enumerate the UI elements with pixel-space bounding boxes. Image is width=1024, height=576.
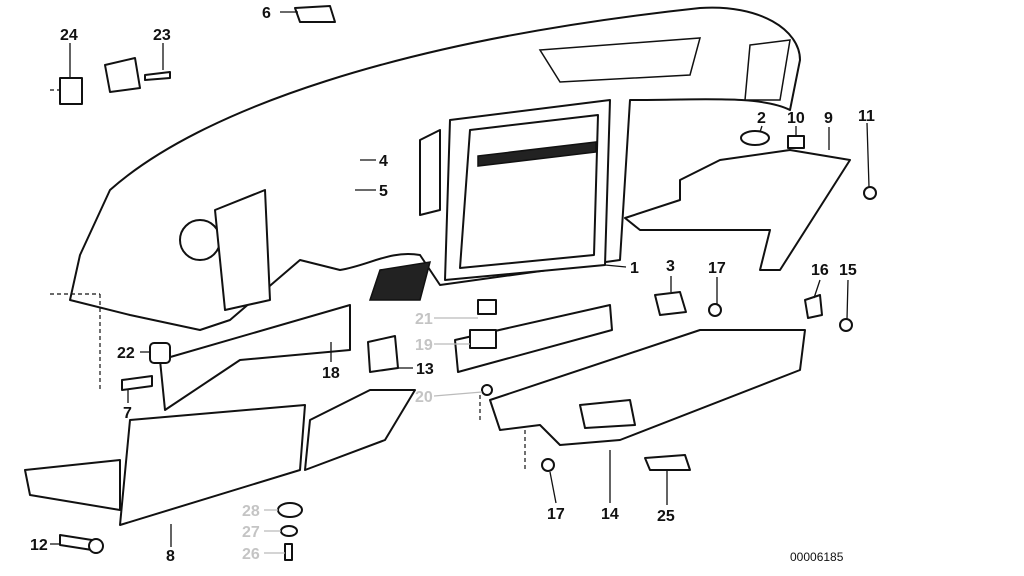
tray-part-14[interactable] bbox=[489, 329, 806, 446]
callout-17-bottom[interactable]: 17 bbox=[547, 506, 565, 523]
panel-part-18[interactable] bbox=[159, 304, 351, 411]
screw-part-15[interactable] bbox=[839, 318, 853, 332]
bulb-part-2[interactable] bbox=[740, 130, 770, 146]
clip-part-6[interactable] bbox=[294, 5, 336, 23]
screw-part-26[interactable] bbox=[284, 543, 293, 561]
callout-21[interactable]: 21 bbox=[415, 311, 433, 328]
clip-part-24[interactable] bbox=[59, 77, 83, 105]
callout-9[interactable]: 9 bbox=[824, 110, 833, 127]
callout-5[interactable]: 5 bbox=[379, 183, 388, 200]
screw-part-17a[interactable] bbox=[708, 303, 722, 317]
bolt-part-7[interactable] bbox=[121, 375, 153, 391]
callout-6[interactable]: 6 bbox=[262, 5, 271, 22]
pad-part-25[interactable] bbox=[644, 454, 691, 471]
callout-20[interactable]: 20 bbox=[415, 389, 433, 406]
callout-10[interactable]: 10 bbox=[787, 110, 805, 127]
callout-26[interactable]: 26 bbox=[242, 546, 260, 563]
callout-15[interactable]: 15 bbox=[839, 262, 857, 279]
callout-23[interactable]: 23 bbox=[153, 27, 171, 44]
callout-25[interactable]: 25 bbox=[657, 508, 675, 525]
screw-part-12[interactable] bbox=[59, 534, 104, 554]
washer-part-27[interactable] bbox=[280, 525, 298, 537]
callout-18[interactable]: 18 bbox=[322, 365, 340, 382]
dashboard-panel-part-1[interactable] bbox=[69, 6, 801, 331]
callout-13[interactable]: 13 bbox=[416, 361, 434, 378]
callout-3[interactable]: 3 bbox=[666, 258, 675, 275]
callout-14[interactable]: 14 bbox=[601, 506, 619, 523]
callout-22[interactable]: 22 bbox=[117, 345, 135, 362]
screw-part-17b[interactable] bbox=[541, 458, 555, 472]
clip-part-10[interactable] bbox=[787, 135, 805, 149]
callout-17-top[interactable]: 17 bbox=[708, 260, 726, 277]
bumper-part-28[interactable] bbox=[277, 502, 303, 518]
callout-28[interactable]: 28 bbox=[242, 503, 260, 520]
callout-27[interactable]: 27 bbox=[242, 524, 260, 541]
callout-12[interactable]: 12 bbox=[30, 537, 48, 554]
callout-8[interactable]: 8 bbox=[166, 548, 175, 565]
callout-labels: 6 24 23 4 5 2 10 9 11 1 3 17 16 15 21 19… bbox=[30, 5, 875, 565]
callout-4[interactable]: 4 bbox=[379, 153, 388, 170]
callout-2[interactable]: 2 bbox=[757, 110, 766, 127]
rail-part-19[interactable] bbox=[454, 299, 613, 396]
clip-part-3[interactable] bbox=[654, 291, 687, 316]
clip-part-13[interactable] bbox=[367, 335, 399, 373]
clip-part-16[interactable] bbox=[804, 294, 823, 319]
leader-lines bbox=[50, 11, 870, 554]
screw-part-11[interactable] bbox=[863, 186, 877, 200]
callout-11[interactable]: 11 bbox=[858, 108, 875, 125]
knob-part-22[interactable] bbox=[149, 342, 171, 364]
callout-7[interactable]: 7 bbox=[123, 405, 132, 422]
callout-16[interactable]: 16 bbox=[811, 262, 829, 279]
callout-19[interactable]: 19 bbox=[415, 337, 433, 354]
bracket-part-23[interactable] bbox=[104, 57, 171, 93]
callout-24[interactable]: 24 bbox=[60, 27, 78, 44]
lower-trim-part-8[interactable] bbox=[24, 389, 416, 526]
bracket-part-9[interactable] bbox=[624, 149, 851, 271]
diagram-code: 00006185 bbox=[790, 550, 844, 564]
callout-1[interactable]: 1 bbox=[630, 260, 639, 277]
